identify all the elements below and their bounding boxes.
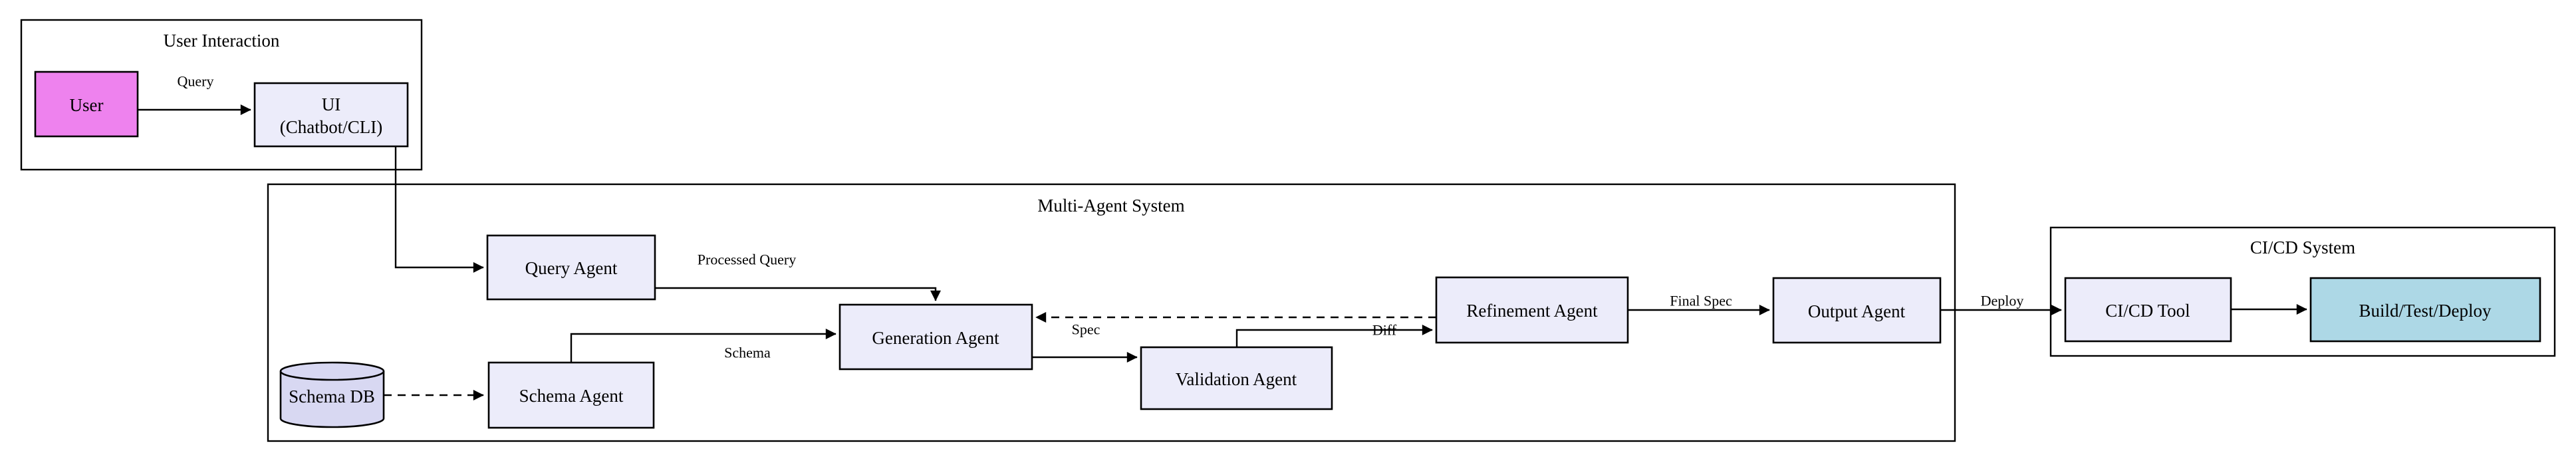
cluster-user-interaction: User Interaction [20,19,423,171]
node-schema-db: Schema DB [279,361,385,428]
cluster-title-multi-agent-system: Multi-Agent System [1037,196,1184,216]
edge-label-processed-query: Processed Query [698,251,796,268]
node-validation-agent-label: Validation Agent [1176,369,1297,389]
edge-label-spec: Spec [1072,321,1100,338]
node-cicd-tool-label: CI/CD Tool [2105,301,2190,321]
cluster-title-user-interaction: User Interaction [164,31,280,51]
node-build-test-deploy-label: Build/Test/Deploy [2359,301,2492,321]
node-build-test-deploy: Build/Test/Deploy [2309,277,2541,343]
cluster-cicd-system: CI/CD System [2049,226,2556,357]
database-cylinder-body [279,371,385,428]
edge-label-diff: Diff [1372,322,1397,339]
edge-label-deploy: Deploy [1981,293,2024,309]
cluster-cicd-system-border [2049,226,2556,357]
node-validation-agent-box [1140,346,1333,410]
node-schema-agent: Schema Agent [487,361,655,429]
edge-validation-agent-to-refinement-agent [1235,325,1433,347]
node-refinement-agent: Refinement Agent [1435,276,1629,344]
node-ui-label-line2: (Chatbot/CLI) [280,117,382,137]
edge-label-query: Query [178,73,214,90]
node-schema-agent-label: Schema Agent [519,386,624,406]
node-ui-label-line1: UI [322,94,341,114]
node-output-agent-label: Output Agent [1808,301,1906,321]
cluster-user-interaction-border [20,19,423,171]
node-query-agent-box [486,234,656,301]
edge-ui-to-query-agent [394,146,484,273]
node-user-label: User [70,95,104,115]
node-user-box [34,71,139,138]
node-schema-db-label: Schema DB [289,386,375,406]
cluster-title-cicd-system: CI/CD System [2250,237,2355,257]
node-user: User [34,71,139,138]
node-generation-agent-label: Generation Agent [872,328,999,348]
node-generation-agent: Generation Agent [838,303,1033,371]
edge-label-schema: Schema [724,345,771,361]
edge-query-agent-to-generation-agent [655,287,941,301]
edge-schema-agent-to-generation-agent [570,329,837,363]
node-ui-box [253,82,409,148]
node-ui: UI (Chatbot/CLI) [253,82,409,148]
node-generation-agent-box [838,303,1033,371]
node-output-agent-box [1772,277,1942,344]
node-query-agent: Query Agent [486,234,656,301]
node-query-agent-label: Query Agent [525,258,618,278]
cluster-multi-agent-system-border [267,183,1956,442]
node-schema-agent-box [487,361,655,429]
node-refinement-agent-label: Refinement Agent [1466,301,1598,321]
node-refinement-agent-box [1435,276,1629,344]
edge-label-final-spec: Final Spec [1670,293,1732,309]
node-cicd-tool: CI/CD Tool [2064,277,2232,343]
cluster-multi-agent-system: Multi-Agent System [267,183,1956,442]
database-cylinder-top [279,361,385,381]
node-cicd-tool-box [2064,277,2232,343]
node-build-test-deploy-box [2309,277,2541,343]
node-validation-agent: Validation Agent [1140,346,1333,410]
node-output-agent: Output Agent [1772,277,1942,344]
